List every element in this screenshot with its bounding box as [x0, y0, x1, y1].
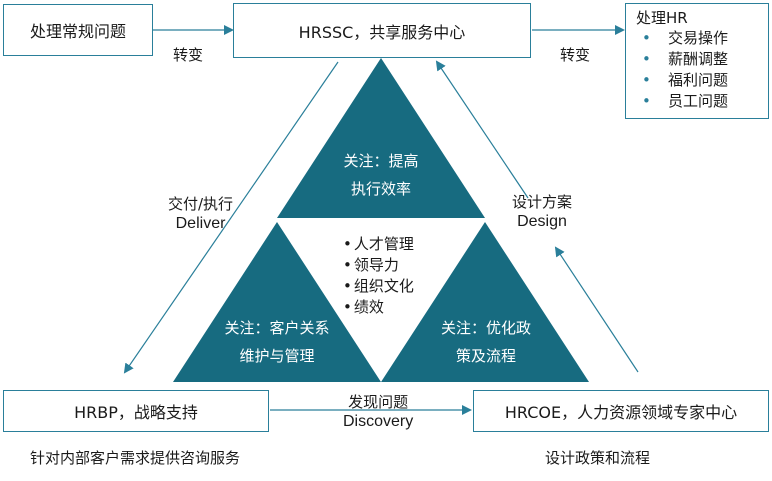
hrssc-box: HRSSC，共享服务中心	[233, 3, 531, 58]
right-triangle-line1: 关注：优化政	[440, 319, 531, 337]
arrow-hrssc-to-hrbp	[123, 61, 339, 374]
routine-issues-label: 处理常规问题	[29, 22, 126, 41]
discovery-label-cn: 发现问题	[348, 393, 409, 411]
transform-label-left: 转变	[173, 46, 204, 64]
hrbp-box: HRBP，战略支持	[3, 390, 269, 432]
center-bullet-list: 人才管理 领导力 组织文化 绩效	[343, 234, 414, 318]
handle-hr-box: 处理HR 交易操作 薪酬调整 福利问题 员工问题	[625, 3, 769, 119]
handle-hr-list: 交易操作 薪酬调整 福利问题 员工问题	[636, 28, 768, 112]
top-triangle-line1: 关注：提高	[343, 152, 419, 170]
hrssc-label: HRSSC，共享服务中心	[298, 22, 466, 42]
left-triangle-line2: 维护与管理	[239, 347, 315, 365]
design-label-en: Design	[517, 213, 567, 230]
center-bullet-item: 领导力	[343, 255, 414, 276]
hrcoe-box: HRCOE，人力资源领域专家中心	[473, 390, 769, 432]
deliver-label: 交付/执行 Deliver	[168, 194, 233, 234]
left-triangle-text: 关注：客户关系 维护与管理	[212, 314, 342, 370]
center-bullet-item: 绩效	[343, 297, 414, 318]
handle-hr-item: 交易操作	[636, 28, 768, 49]
arrow-to-hrssc	[435, 60, 529, 199]
design-label-cn: 设计方案	[512, 193, 573, 211]
routine-issues-box: 处理常规问题	[3, 4, 153, 56]
left-triangle	[173, 222, 381, 382]
handle-hr-item: 员工问题	[636, 91, 768, 112]
discovery-label: 发现问题 Discovery	[343, 392, 413, 432]
top-triangle-text: 关注：提高 执行效率	[331, 147, 431, 203]
hrbp-caption: 针对内部客户需求提供咨询服务	[30, 449, 241, 467]
top-triangle	[277, 58, 485, 218]
right-triangle	[381, 222, 589, 382]
center-bullet-item: 人才管理	[343, 234, 414, 255]
hrcoe-caption: 设计政策和流程	[545, 449, 651, 467]
hrcoe-label: HRCOE，人力资源领域专家中心	[504, 403, 738, 422]
hrbp-label: HRBP，战略支持	[74, 403, 198, 422]
handle-hr-item: 福利问题	[636, 70, 768, 91]
right-triangle-line2: 策及流程	[455, 347, 516, 365]
center-bullet-item: 组织文化	[343, 276, 414, 297]
handle-hr-item: 薪酬调整	[636, 49, 768, 70]
deliver-label-cn: 交付/执行	[168, 195, 234, 213]
top-triangle-line2: 执行效率	[350, 180, 411, 198]
discovery-label-en: Discovery	[343, 413, 414, 430]
right-triangle-text: 关注：优化政 策及流程	[431, 314, 541, 370]
handle-hr-title: 处理HR	[636, 9, 688, 27]
arrow-to-design	[554, 246, 639, 373]
design-label: 设计方案 Design	[512, 192, 572, 232]
transform-label-right: 转变	[560, 46, 591, 64]
deliver-label-en: Deliver	[175, 215, 226, 232]
left-triangle-line1: 关注：客户关系	[224, 319, 330, 337]
